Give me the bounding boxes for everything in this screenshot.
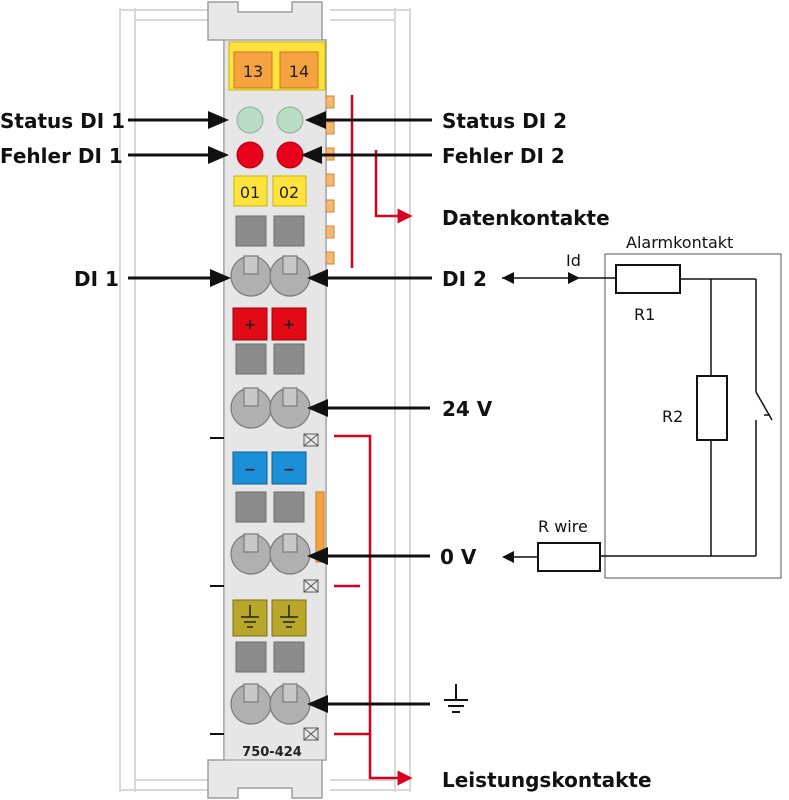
label-di2: DI 2 — [442, 267, 487, 291]
minus-symbol-left: − — [244, 462, 256, 478]
right-arrows — [301, 111, 432, 713]
power-contact-boxes — [303, 433, 319, 741]
switch-icon — [755, 391, 773, 421]
arrow-icon — [502, 272, 514, 284]
status-led-di1 — [236, 106, 264, 134]
label-status-di2: Status DI 2 — [442, 109, 567, 133]
channel-labels: 01 02 — [233, 175, 307, 207]
label-di1: DI 1 — [74, 267, 119, 291]
resistor-icon — [615, 264, 681, 294]
resistor-icon — [696, 375, 728, 441]
label-0v: 0 V — [440, 545, 477, 569]
ground-icon — [241, 605, 298, 628]
plus-markers: + + — [232, 307, 307, 341]
datenkontakte-bracket — [350, 95, 413, 268]
left-dash-marks — [210, 437, 224, 735]
label-r1: R1 — [634, 305, 655, 324]
release-buttons — [235, 215, 305, 673]
resistor-icon — [537, 542, 601, 572]
label-r-wire: R wire — [538, 517, 588, 536]
clamp-di1 — [230, 255, 272, 297]
terminal-13-label: 13 — [243, 62, 263, 81]
clamp-ground-a — [230, 683, 272, 725]
label-alarmkontakt: Alarmkontakt — [626, 233, 733, 252]
minus-symbol-right: − — [283, 462, 295, 478]
terminal-14-label: 14 — [289, 62, 309, 81]
leistungskontakte-bracket — [334, 434, 413, 786]
power-contact-strip — [315, 491, 325, 563]
clamp-24v-b — [269, 387, 311, 429]
alarm-circuit: Alarmkontakt Id R1 R2 R wire — [502, 233, 782, 579]
label-leistungskontakte: Leistungskontakte — [442, 768, 652, 792]
plus-symbol-left: + — [244, 317, 256, 333]
marker-block: 13 14 — [228, 41, 326, 91]
clamp-0v-b — [269, 533, 311, 575]
clamp-terminals — [230, 255, 311, 725]
label-fehler-di1: Fehler DI 1 — [0, 144, 123, 168]
label-id: Id — [566, 251, 581, 270]
ground-markers — [232, 599, 307, 637]
label-datenkontakte: Datenkontakte — [442, 206, 610, 230]
channel-02-label: 02 — [279, 183, 299, 202]
clamp-24v-a — [230, 387, 272, 429]
status-leds — [236, 106, 304, 169]
label-fehler-di2: Fehler DI 2 — [442, 144, 565, 168]
error-led-di1 — [236, 141, 264, 169]
label-status-di1: Status DI 1 — [0, 109, 125, 133]
arrow-icon — [568, 272, 580, 284]
din-rail-outline — [119, 8, 411, 792]
label-24v: 24 V — [442, 397, 493, 421]
clamp-0v-a — [230, 533, 272, 575]
plus-symbol-right: + — [283, 317, 295, 333]
left-arrows — [128, 111, 231, 287]
alarm-circuit-box — [604, 253, 782, 579]
arrow-icon — [502, 551, 514, 563]
status-led-di2 — [276, 106, 304, 134]
ground-icon — [444, 684, 468, 713]
label-r2: R2 — [662, 407, 683, 426]
minus-markers: − − — [232, 451, 307, 485]
part-number: 750-424 — [242, 745, 302, 760]
clamp-ground-b — [269, 683, 311, 725]
clamp-di2 — [269, 255, 311, 297]
channel-01-label: 01 — [240, 183, 260, 202]
error-led-di2 — [276, 141, 304, 169]
